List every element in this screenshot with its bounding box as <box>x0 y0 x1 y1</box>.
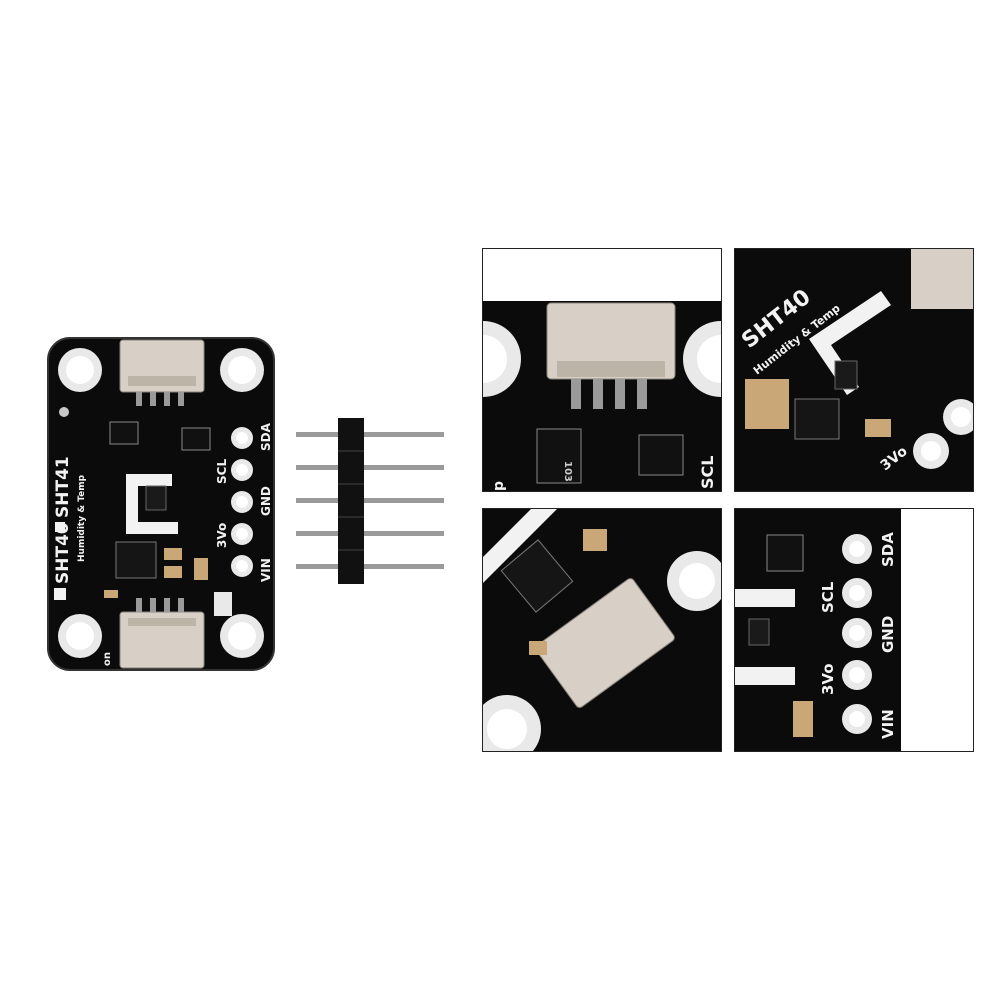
pin-pad-icon <box>231 555 253 577</box>
detail4-pin-label-sda: SDA <box>879 532 897 567</box>
pin-pad-icon <box>842 660 872 690</box>
detail4-pin-label-3vo: 3Vo <box>819 663 837 695</box>
mounting-hole-icon <box>220 614 264 658</box>
header-pin-strip <box>296 418 444 584</box>
pin-pad-icon <box>231 427 253 449</box>
pin-label-sda: SDA <box>259 422 273 451</box>
pin-pad-icon <box>842 704 872 734</box>
board-title-right: SHT41 <box>53 456 73 518</box>
detail-pin-label-scl: SCL <box>698 456 717 489</box>
pin-pad-icon <box>842 534 872 564</box>
detail-panel-connector-bottom <box>482 508 722 752</box>
connector-icon <box>119 339 205 406</box>
pin-pad-icon <box>842 618 872 648</box>
detail-panel-sensor: SHT40 Humidity & Temp 3Vo <box>734 248 974 492</box>
pin-pad-icon <box>231 459 253 481</box>
pin-pad-icon <box>231 523 253 545</box>
pin-pad-icon <box>231 491 253 513</box>
board-corner-label: on <box>102 652 113 666</box>
connector-icon <box>119 598 205 669</box>
sensor-board: SDA SCL GND 3Vo VIN SHT40 SHT41 Humidity… <box>47 337 275 671</box>
pin-label-vin: VIN <box>259 558 273 582</box>
pin-label-3vo: 3Vo <box>215 523 229 548</box>
detail-panel-pins: SDA SCL GND 3Vo VIN <box>734 508 974 752</box>
pin-label-scl: SCL <box>215 459 229 484</box>
mounting-hole-icon <box>58 614 102 658</box>
mounting-hole-icon <box>58 348 102 392</box>
board-title-left: SHT40 <box>53 522 73 584</box>
detail4-pin-label-gnd: GND <box>879 616 897 653</box>
detail-corner-label: p <box>491 481 507 491</box>
pin-label-gnd: GND <box>259 486 273 516</box>
detail-panel-connector-top: 103 p SCL <box>482 248 722 492</box>
header-pin-icon <box>296 432 444 569</box>
mounting-hole-icon <box>220 348 264 392</box>
detail4-pin-label-vin: VIN <box>879 709 897 739</box>
board-subtitle: Humidity & Temp <box>77 474 87 562</box>
detail4-pin-label-scl: SCL <box>819 581 837 613</box>
ic-marking: 103 <box>562 461 573 482</box>
pin-pad-icon <box>842 578 872 608</box>
